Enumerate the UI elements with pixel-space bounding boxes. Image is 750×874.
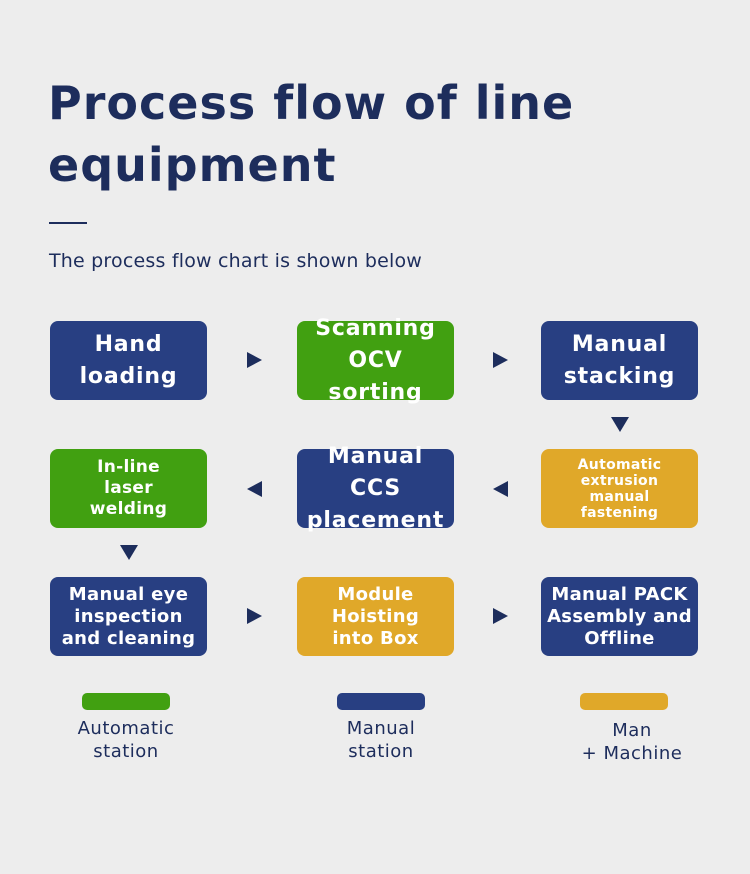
legend-swatch-automatic — [82, 693, 170, 710]
step-manual-pack-assembly: Manual PACK Assembly and Offline — [541, 577, 698, 656]
step-hand-loading: Hand loading — [50, 321, 207, 400]
arrow-right-icon — [493, 608, 508, 624]
page-title: Process flow of line equipment — [48, 76, 575, 192]
arrow-right-icon — [493, 352, 508, 368]
legend-label-man-machine: Man + Machine — [581, 720, 683, 764]
step-module-hoisting: Module Hoisting into Box — [297, 577, 454, 656]
arrow-right-icon — [247, 352, 262, 368]
legend-label-automatic: Automatic station — [77, 718, 175, 762]
step-inline-laser-welding: In-line laser welding — [50, 449, 207, 528]
legend-swatch-manual — [337, 693, 425, 710]
step-scanning-ocv-sorting: Scanning OCV sorting — [297, 316, 454, 405]
arrow-left-icon — [247, 481, 262, 497]
legend-label-manual: Manual station — [346, 718, 416, 762]
arrow-right-icon — [247, 608, 262, 624]
page-subtitle: The process flow chart is shown below — [49, 250, 423, 272]
step-manual-ccs-placement: Manual CCS placement — [297, 444, 454, 533]
arrow-down-icon — [611, 417, 629, 432]
step-automatic-extrusion-manual-fastening: Automatic extrusion manual fastening — [541, 449, 698, 528]
arrow-left-icon — [493, 481, 508, 497]
title-divider — [49, 222, 87, 224]
step-manual-stacking: Manual stacking — [541, 321, 698, 400]
step-manual-eye-inspection: Manual eye inspection and cleaning — [50, 577, 207, 656]
arrow-down-icon — [120, 545, 138, 560]
legend-swatch-man-machine — [580, 693, 668, 710]
